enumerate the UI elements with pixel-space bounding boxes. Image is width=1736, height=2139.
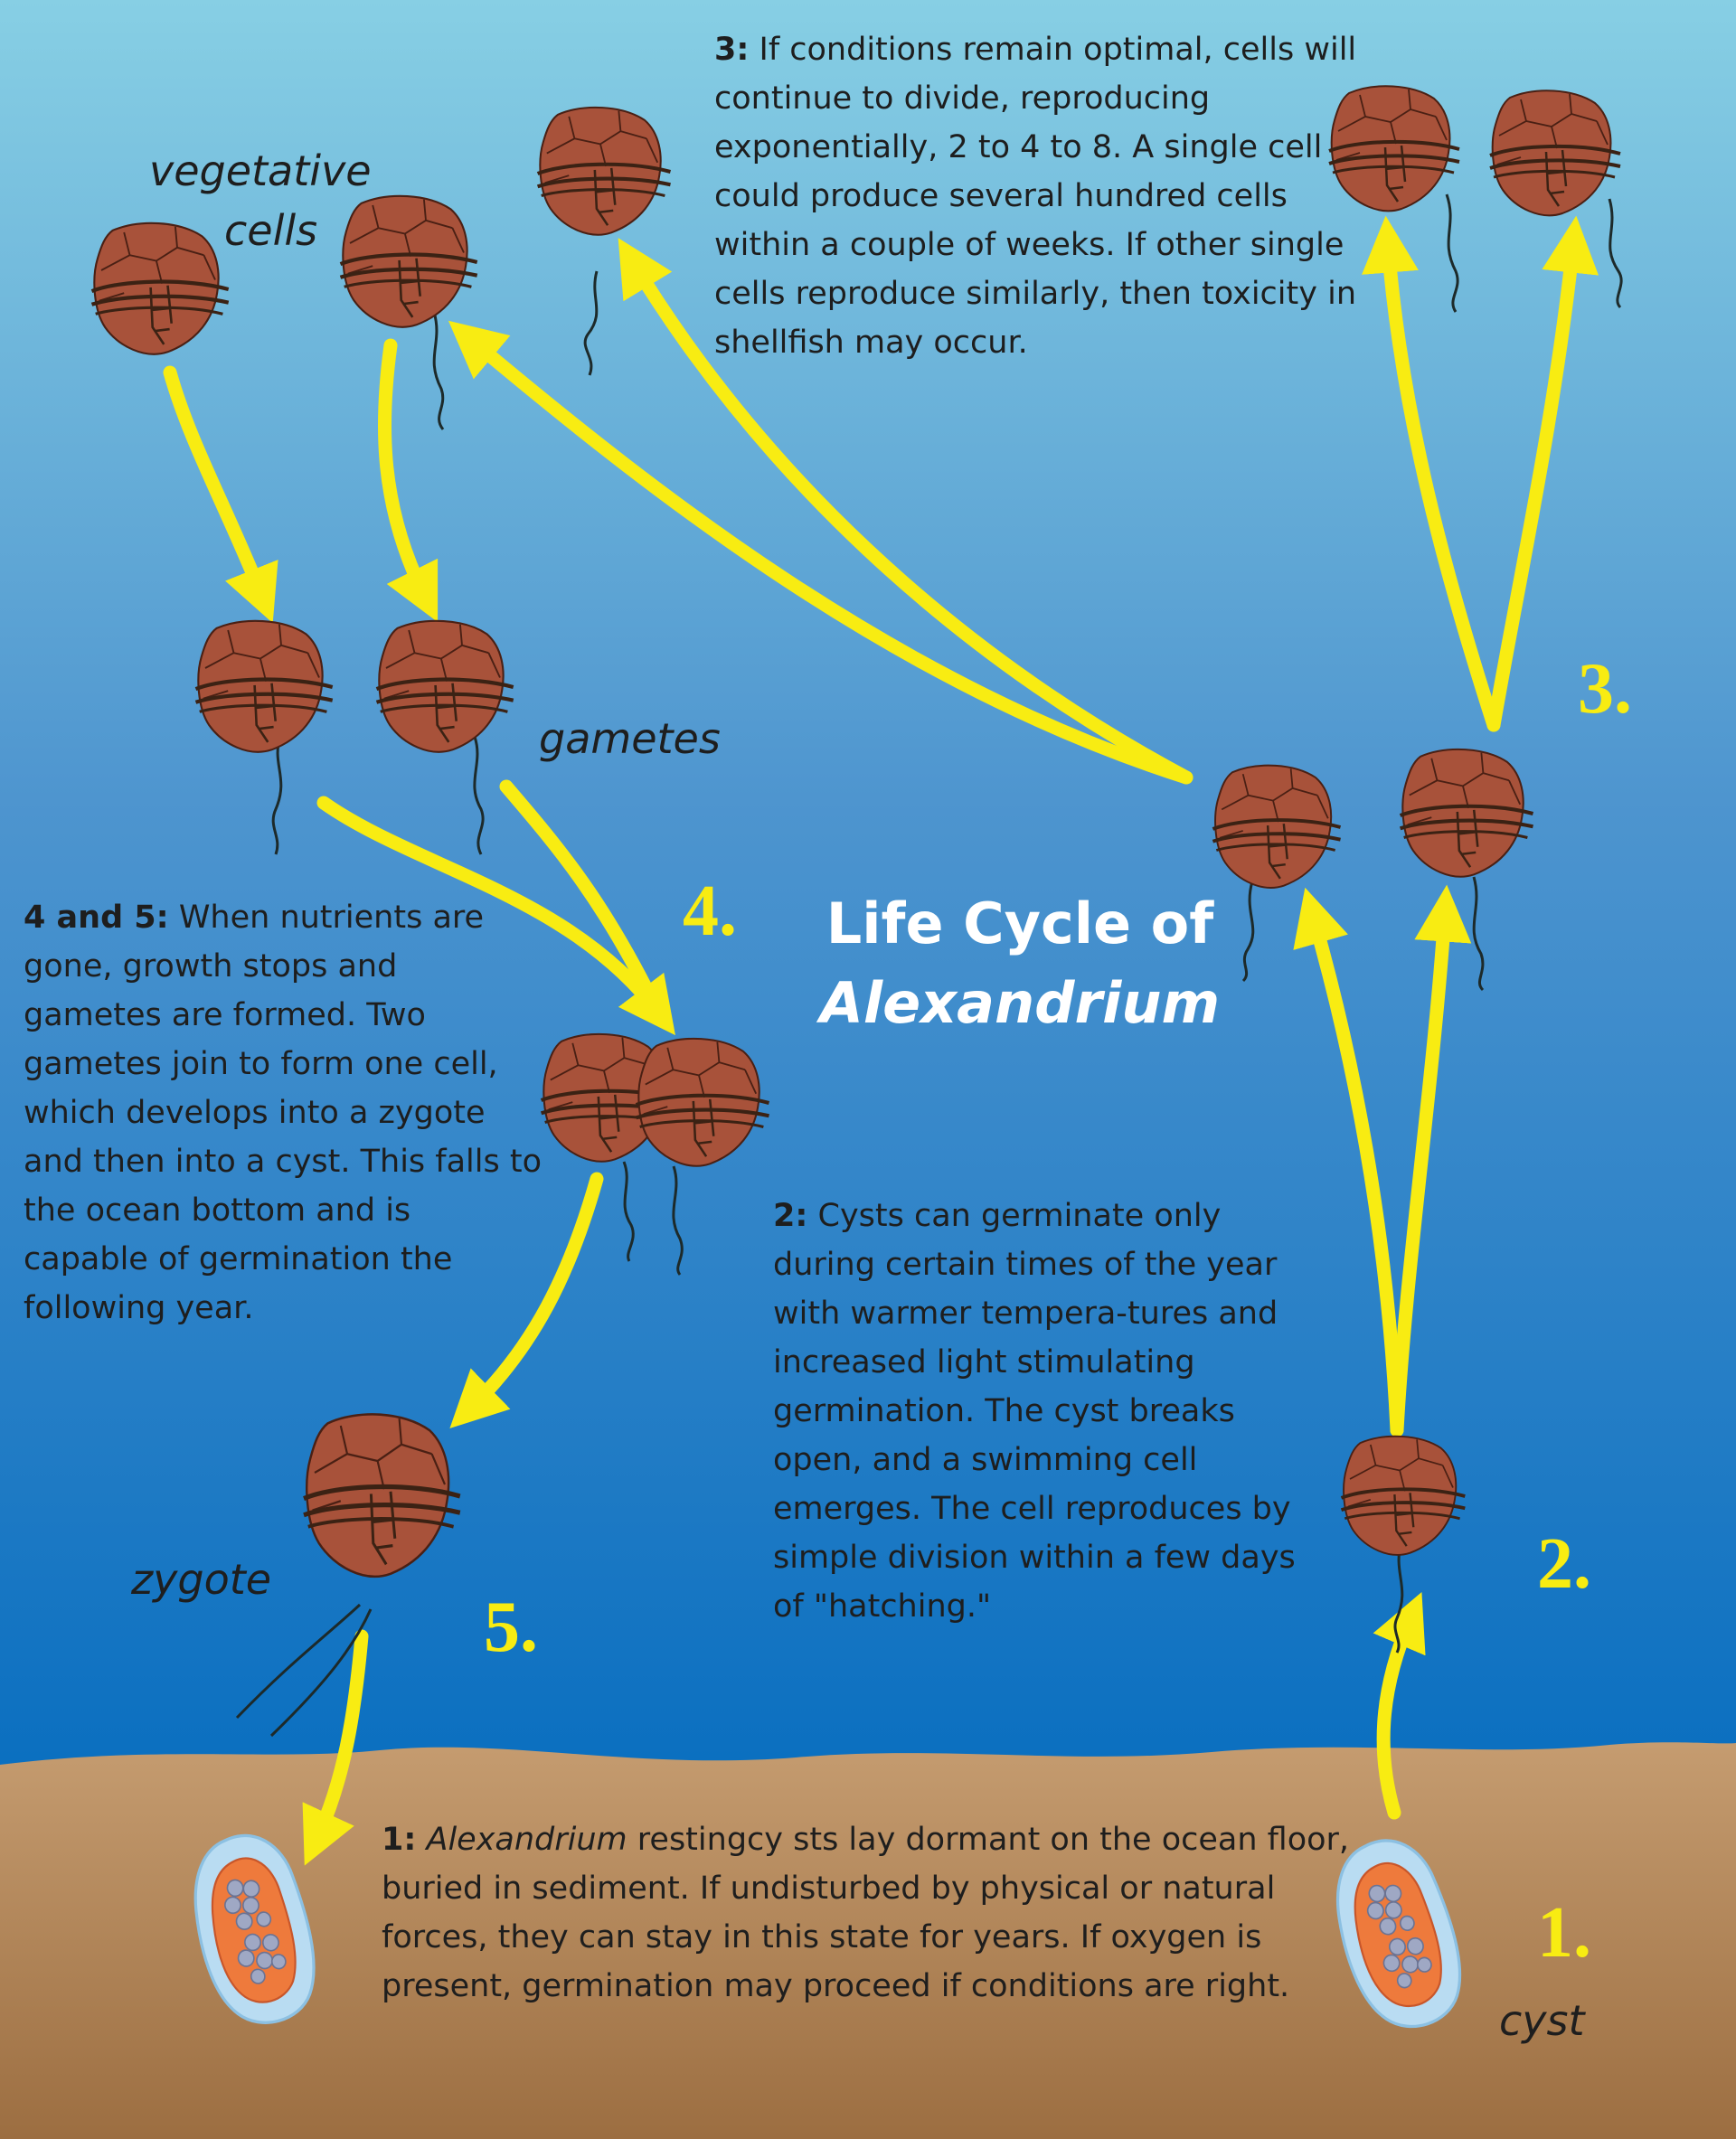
arrow-fusion-to-zygote (449, 1172, 604, 1428)
description-step-1-text: restingcy sts lay dormant on the ocean f… (382, 1822, 1350, 2004)
description-step-2-lead: 2: (773, 1198, 808, 1234)
description-step-1: 1: Alexandrium restingcy sts lay dormant… (382, 1815, 1385, 2011)
label-gametes: gametes (539, 714, 721, 763)
arrow-vegetative-to-gamete-left (163, 365, 278, 624)
label-cyst: cyst (1499, 1996, 1585, 2045)
label-vegetative: vegetative (149, 146, 372, 195)
description-step-3-text: If conditions remain optimal, cells will… (714, 32, 1357, 361)
arrow-gamete-right-to-fusion (499, 779, 665, 1020)
arrow-cyst-to-swimming-cell (1373, 1592, 1426, 1820)
title-line-2: Alexandrium (819, 970, 1221, 1036)
description-step-1-italic: Alexandrium (426, 1822, 627, 1858)
description-step-1-lead: 1: (382, 1822, 417, 1858)
flagella (235, 193, 1623, 1738)
arrow-gamete-left-to-fusion (316, 796, 675, 1036)
description-step-4-5: 4 and 5: When nutrients are gone, growth… (24, 893, 543, 1333)
arrow-to-top-right-cell-a (1362, 215, 1501, 732)
description-step-4-5-lead: 4 and 5: (24, 900, 169, 936)
description-step-2: 2: Cysts can germinate only during certa… (773, 1192, 1302, 1631)
arrow-division-right (1390, 884, 1472, 1437)
arrow-zygote-to-cyst (302, 1629, 369, 1866)
arrow-to-vegetative-cell (448, 320, 1194, 785)
arrow-division-left (1293, 887, 1404, 1437)
diagram-title: Life Cycle of Alexandrium (767, 884, 1273, 1043)
stage-number-2: 2. (1537, 1524, 1591, 1604)
stage-number-1: 1. (1537, 1893, 1591, 1973)
stage-number-4: 4. (683, 872, 737, 951)
arrow-to-top-right-cell-b (1486, 215, 1599, 732)
description-step-3: 3: If conditions remain optimal, cells w… (714, 25, 1374, 367)
flow-arrows (163, 215, 1599, 1866)
arrow-vegetative-to-gamete-right (377, 338, 439, 623)
title-line-1: Life Cycle of (826, 890, 1214, 956)
description-step-4-5-text: When nutrients are gone, growth stops an… (24, 900, 542, 1326)
arrow-to-upper-cell (618, 238, 1194, 785)
description-step-3-lead: 3: (714, 32, 750, 68)
description-step-2-text: Cysts can germinate only during certain … (773, 1198, 1296, 1625)
sediment-floor (0, 1742, 1736, 2139)
label-zygote: zygote (131, 1555, 272, 1604)
stage-number-5: 5. (484, 1588, 538, 1667)
label-cells: cells (224, 206, 318, 255)
stage-number-3: 3. (1578, 649, 1632, 729)
